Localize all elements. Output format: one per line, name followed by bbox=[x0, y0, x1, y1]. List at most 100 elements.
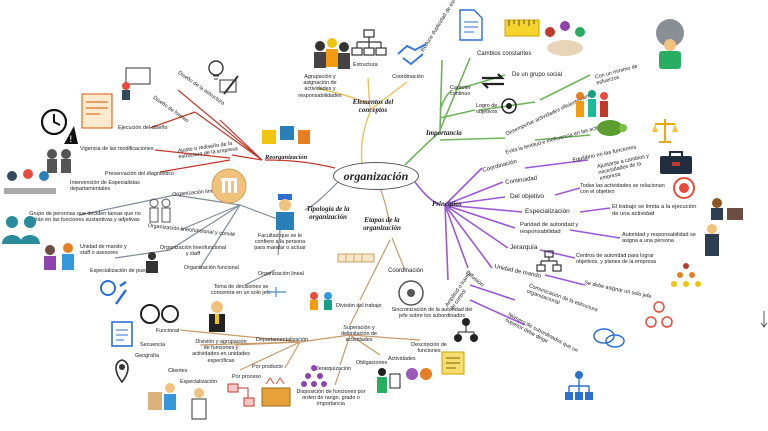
down-arrow-icon bbox=[760, 311, 768, 328]
reorganizacion-ejecucion: Ejecución del diseño bbox=[118, 125, 168, 131]
greek-column-icon bbox=[211, 168, 247, 204]
advisor-group-icon bbox=[44, 243, 74, 270]
etapas-especializacion: Especialización bbox=[180, 379, 218, 385]
presenter-icon bbox=[122, 67, 151, 100]
network-people-icon bbox=[645, 301, 673, 328]
boss-icon bbox=[209, 301, 225, 332]
turtle-icon bbox=[597, 120, 627, 136]
gears-icon bbox=[140, 304, 179, 324]
ranking-people-icon bbox=[301, 365, 327, 387]
elementos-coordinacion: Coordinación bbox=[392, 74, 424, 80]
stopwatch-people-icon bbox=[47, 149, 71, 173]
chat-bubbles-icon bbox=[593, 328, 625, 348]
target-icon bbox=[501, 98, 517, 114]
etapas-actividades: Actividades bbox=[388, 356, 416, 362]
briefcase-icon bbox=[660, 151, 692, 174]
central-topic[interactable]: organización bbox=[333, 162, 419, 190]
reorganizacion-vigencia: Vigencia de las modificaciones bbox=[80, 146, 154, 152]
puzzle-workers-icon bbox=[262, 126, 310, 144]
tipologia-lineofuncional-staff: Organización lineofuncional y staff bbox=[159, 245, 227, 258]
manager-icon bbox=[705, 224, 719, 256]
tipologia-grupo-personas: Grupo de personas que deciden tareas que… bbox=[29, 211, 141, 224]
central-topic-label: organización bbox=[343, 168, 409, 183]
target-goal-icon bbox=[673, 177, 695, 199]
etapas-geografia: Geografía bbox=[135, 353, 159, 359]
staff-icon bbox=[146, 252, 158, 273]
process-flow-icon bbox=[227, 383, 255, 407]
etapas-sincronizacion: Sincronización de la autoridad del jefe … bbox=[391, 307, 473, 320]
heading-elementos: Elementos del conceptos bbox=[352, 98, 394, 115]
balance-scale-icon bbox=[652, 119, 678, 143]
team-people-icon bbox=[314, 38, 350, 69]
sliced-bar-icon bbox=[337, 253, 375, 263]
clock-warning-icon: ! bbox=[40, 108, 78, 145]
principios-especializacion-desc: El trabajo se limita a la ejecución de u… bbox=[612, 204, 697, 217]
ruler-icon bbox=[504, 19, 540, 37]
tipologia-lineal: Organización lineal bbox=[258, 271, 304, 277]
principios-del-objetivo: Del objetivo bbox=[510, 193, 544, 200]
importancia-caracter: Carácter continuo bbox=[450, 85, 471, 98]
tipologia-branch-lines bbox=[79, 181, 339, 286]
importancia-grupo: De un grupo social bbox=[512, 72, 563, 78]
exchange-arrows-icon bbox=[481, 73, 505, 89]
gears-tools-icon bbox=[100, 280, 127, 305]
clipboard-icon bbox=[111, 321, 133, 347]
etapas-departamentalizacion: Departamentalización bbox=[256, 337, 309, 343]
etapas-disposicion: Disposición de funciones por orden de ra… bbox=[296, 389, 366, 408]
org-chart-icon bbox=[351, 29, 387, 56]
etapas-division-agrupacion: División y agrupación de funciones y act… bbox=[192, 339, 250, 364]
tipologia-intervencion: Intervención de Especialistas departamen… bbox=[70, 180, 140, 193]
tipologia-toma: Toma de decisiones se concentra en un so… bbox=[210, 284, 272, 297]
people-outline-icon bbox=[149, 198, 171, 223]
tipologia-especializacion-puestos: Especialización de puestos bbox=[90, 268, 156, 274]
hierarchy-icon bbox=[536, 250, 562, 272]
principios-del-objetivo-desc: Todas las actividades se relacionan con … bbox=[580, 183, 665, 196]
handshake-icon bbox=[397, 43, 427, 66]
tipologia-facultad: Facultad que se le confiere a la persona… bbox=[254, 233, 306, 252]
importancia-logro: Logro de objetivos bbox=[476, 103, 498, 116]
etapas-secuencia: Secuencia bbox=[140, 342, 166, 348]
heading-importancia: Importancia bbox=[426, 129, 462, 137]
function-document-icon bbox=[441, 351, 465, 375]
etapas-obligaciones: Obligaciones bbox=[356, 360, 388, 366]
team-structure-icon bbox=[454, 318, 478, 342]
etapas-superacion: Superación y delimitación de actividades bbox=[341, 325, 377, 344]
importancia-cambios: Cambios constantes bbox=[477, 51, 532, 57]
duties-people-icon bbox=[377, 368, 401, 393]
etapas-por-producto: Por producto bbox=[252, 364, 283, 370]
gear-cycle-icon bbox=[398, 280, 424, 306]
etapas-descripcion: Descripción de funciones bbox=[411, 342, 447, 355]
workers-lab-icon bbox=[310, 292, 332, 310]
military-officer-icon bbox=[276, 194, 294, 230]
principios-paridad: Paridad de autoridad y responsabilidad bbox=[520, 222, 579, 235]
reorganizacion-branch-lines bbox=[149, 89, 336, 173]
org-structure-icon bbox=[565, 371, 593, 400]
group-people-icon bbox=[576, 90, 608, 117]
principios-branch-lines bbox=[414, 159, 621, 326]
document-icon bbox=[459, 9, 483, 41]
heading-reorganizacion: Reorganización bbox=[265, 154, 308, 161]
activities-icon bbox=[406, 368, 432, 380]
svg-text:!: ! bbox=[69, 135, 73, 145]
team-meeting-icon bbox=[4, 169, 56, 194]
etapas-jerarquizacion: Jerarquización bbox=[316, 366, 352, 372]
product-box-icon bbox=[261, 377, 291, 407]
meeting-illustration bbox=[545, 21, 585, 56]
elementos-agrupacion: Agrupación y asignación de actividades y… bbox=[298, 74, 342, 99]
tipologia-funcional: Organización funcional bbox=[184, 265, 239, 271]
reorganizacion-preservacion: Preservación del diagnóstico bbox=[105, 171, 174, 177]
principios-jerarquia-desc: Centros de autoridad para lograr objetiv… bbox=[576, 253, 657, 266]
etapas-por-proceso: Por proceso bbox=[232, 374, 262, 380]
worker-desk-icon bbox=[711, 198, 743, 220]
arrows-expand-icon bbox=[266, 287, 286, 297]
etapas-branch-lines bbox=[179, 187, 421, 386]
principios-jerarquia: Jerarquía bbox=[510, 244, 538, 251]
etapas-funcional: Funcional bbox=[156, 328, 180, 334]
principios-especializacion: Especialización bbox=[525, 208, 570, 215]
importancia-branch-lines bbox=[404, 57, 591, 166]
clients-boxes-icon bbox=[148, 383, 176, 410]
person-lifting-icon bbox=[656, 19, 684, 69]
tipologia-unidad-staff: Unidad de mando y staff o asesores bbox=[80, 244, 127, 257]
